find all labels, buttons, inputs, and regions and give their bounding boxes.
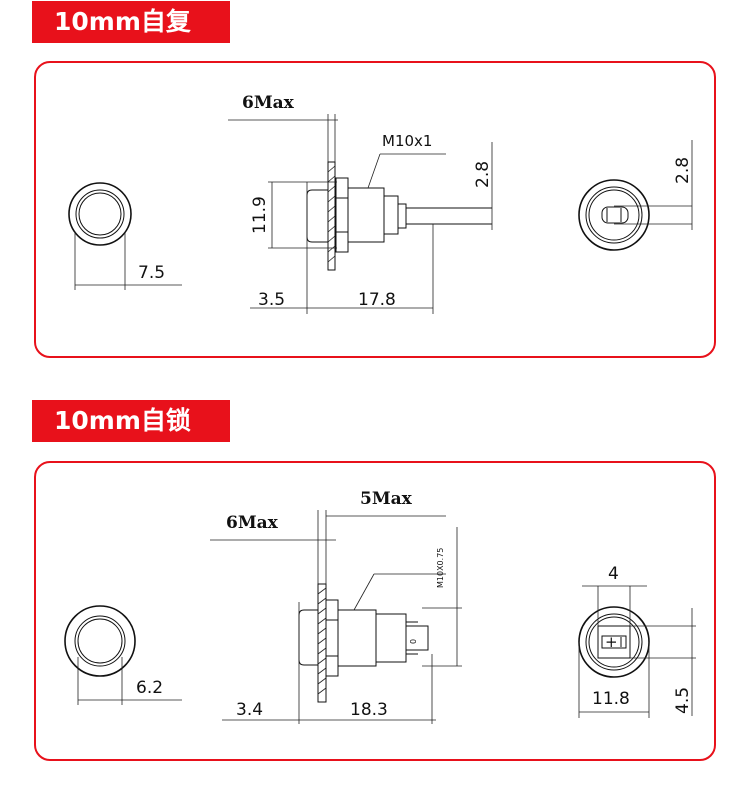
rear-terminal-mark: + <box>605 633 618 651</box>
rear-height-dim-label: 4.5 <box>673 687 693 714</box>
diagram-panel-momentary: 7.5 6Max M1 <box>34 61 716 358</box>
section-title-momentary: 10mm自复 <box>32 1 230 43</box>
rear-top-dim-label: 4 <box>608 564 619 584</box>
front-dim-label-2: 6.2 <box>136 678 163 698</box>
diagram-panel-latching: 6.2 5Max 6Max 0 <box>34 461 716 761</box>
max-label: 6Max <box>242 93 295 113</box>
rear-view: 2.8 <box>578 140 693 251</box>
body-len-label: 17.8 <box>358 290 396 310</box>
rear-terminal-dim-label: 2.8 <box>673 157 693 184</box>
left-len-label-2: 3.4 <box>236 700 263 720</box>
side-view-2: 5Max 6Max 0 M1 <box>210 489 462 724</box>
max-label-top: 5Max <box>360 489 413 509</box>
side-view: 6Max M10x1 <box>228 93 493 314</box>
front-dim-label: 7.5 <box>138 263 165 283</box>
front-view: 7.5 <box>68 182 182 290</box>
max-label-2: 6Max <box>226 513 279 533</box>
momentary-drawing: 7.5 6Max M1 <box>68 93 693 314</box>
thread-label-2: M10X0.75 <box>436 548 445 588</box>
section-title-latching: 10mm自锁 <box>32 400 230 442</box>
thread-label: M10x1 <box>382 132 432 150</box>
side-terminal-mark: 0 <box>409 639 418 644</box>
latching-drawing: 6.2 5Max 6Max 0 <box>64 489 696 724</box>
rear-width-dim-label: 11.8 <box>592 689 630 709</box>
terminal-dim-label: 2.8 <box>473 161 493 188</box>
front-view-2: 6.2 <box>64 605 182 705</box>
left-len-label: 3.5 <box>258 290 285 310</box>
body-len-label-2: 18.3 <box>350 700 388 720</box>
rear-view-2: + 4 11.8 4.5 <box>578 564 696 718</box>
height-dim-label: 11.9 <box>250 196 270 234</box>
